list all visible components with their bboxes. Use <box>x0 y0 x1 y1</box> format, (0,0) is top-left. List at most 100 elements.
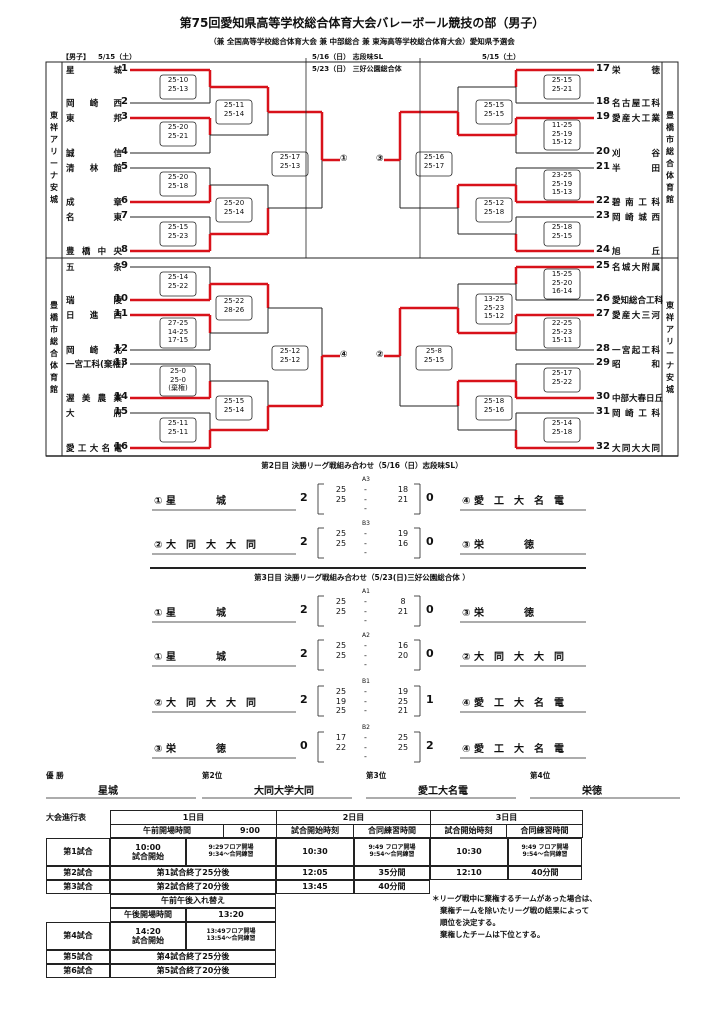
match-score-right: 0 <box>426 491 434 504</box>
match-set-dash: - <box>364 548 367 557</box>
sched-m1-d3-note: 9:49 フロア開場 9:54～合同練習 <box>508 838 582 866</box>
frame-box <box>159 417 197 443</box>
sched-pm-open-label: 午後開場時間 <box>110 908 186 922</box>
right-team-seed: 31 <box>596 406 610 417</box>
frame-box <box>475 395 513 421</box>
schedule-row-label: 第3試合 <box>46 880 110 894</box>
left-team-seed: 8 <box>121 244 128 255</box>
sched-m3-d2: 13:45 <box>276 880 354 894</box>
left-team-name: 誠信 <box>66 149 122 159</box>
right-team-seed: 23 <box>596 210 610 221</box>
match-set-left: 22 <box>335 742 347 752</box>
match-set-left: 19 <box>335 696 347 706</box>
match-set-right: 16 <box>397 641 409 650</box>
sched-m6-d1: 第5試合終了20分後 <box>110 964 276 978</box>
left-team-name: 豊橋中央 <box>66 247 122 257</box>
block-marker: ③ <box>376 154 384 164</box>
match-team-right: ④ 愛 工 大 名 電 <box>462 698 564 709</box>
right-team-seed: 18 <box>596 96 610 107</box>
match-set-right: 25 <box>397 733 409 742</box>
left-team-name: 渥美農業 <box>66 394 122 404</box>
right-team-seed: 29 <box>596 357 610 368</box>
match-team-right: ④ 愛 工 大 名 電 <box>462 744 564 755</box>
left-team-name: 成章 <box>66 198 122 208</box>
frame-box <box>159 121 197 147</box>
match-team-left: ② 大 同 大 大 同 <box>154 698 256 709</box>
match-set-right: 19 <box>397 529 409 538</box>
sched-open-label: 午前開場時間 <box>110 823 224 838</box>
note-line: 棄権チームを除いたリーグ戦の結果によって <box>440 906 590 915</box>
venue-right-top: 市 <box>666 135 674 144</box>
match-score-right: 0 <box>426 535 434 548</box>
right-team-seed: 19 <box>596 111 610 122</box>
frame-box <box>271 151 309 177</box>
match-set-left: 25 <box>335 606 347 616</box>
match-set-dash: - <box>364 597 367 606</box>
match-set-dash: - <box>364 641 367 650</box>
match-set-dash: - <box>364 687 367 696</box>
match-set-left: 25 <box>335 538 347 548</box>
venue-left-bottom: 橋 <box>50 313 58 322</box>
match-set-dash: - <box>364 494 367 504</box>
league2-title: 第3日目 決勝リーグ戦組み合わせ（5/23(日)三好公園総合体 ） <box>254 573 470 582</box>
sched-start-label-d2: 試合開始時刻 <box>276 823 354 838</box>
venue-right-top: 育 <box>666 183 674 192</box>
left-team-name: 一宮工科(棄権) <box>66 360 125 370</box>
right-team-name: 大同大大同 <box>612 444 660 454</box>
left-team-name: 星城 <box>66 66 122 76</box>
frame-box <box>543 169 581 201</box>
match-code: B3 <box>362 520 370 527</box>
frame-box <box>543 367 581 393</box>
venue-right-bottom: ー <box>666 349 674 358</box>
page-title: 第75回愛知県高等学校総合体育大会バレーボール競技の部（男子） <box>179 16 545 30</box>
match-team-right: ② 大 同 大 大 同 <box>462 652 564 663</box>
schedule-row-label: 第4試合 <box>46 922 110 950</box>
frame-box <box>215 197 253 223</box>
left-team-name: 岡崎西 <box>66 99 122 109</box>
venue-left-top: ナ <box>50 171 58 180</box>
right-team-seed: 22 <box>596 195 610 206</box>
left-team-seed: 12 <box>114 343 128 354</box>
right-team-seed: 32 <box>596 441 610 452</box>
match-team-left: ① 星 城 <box>154 496 226 507</box>
left-team-name: 愛工大名電 <box>66 444 122 454</box>
venue-right-bottom: ア <box>666 325 674 334</box>
result-name: 大同大学大同 <box>254 786 314 797</box>
match-set-right: 21 <box>397 494 409 504</box>
left-team-name: 瑞陵 <box>66 296 122 306</box>
result-name: 星城 <box>98 786 118 797</box>
match-code: A1 <box>362 588 370 595</box>
match-set-right: 21 <box>397 706 409 715</box>
page-subtitle: （兼 全国高等学校総合体育大会 兼 中部総合 兼 東海高等学校総合体育大会）愛知… <box>209 37 515 46</box>
sched-m5-d1: 第4試合終了25分後 <box>110 950 276 964</box>
match-team-right: ④ 愛 工 大 名 電 <box>462 496 564 507</box>
match-score-right: 1 <box>426 693 434 706</box>
right-team-name: 愛産大三河 <box>612 311 660 321</box>
result-label: 優 勝 <box>46 771 64 780</box>
venue-left-top: ー <box>50 159 58 168</box>
left-team-seed: 3 <box>121 111 128 122</box>
frame-box <box>543 268 581 300</box>
schedule-row-label: 第6試合 <box>46 964 110 978</box>
right-team-name: 名城大附属 <box>612 263 660 273</box>
right-team-name: 旭丘 <box>612 247 660 257</box>
venue-left-top: 東 <box>50 111 58 120</box>
left-team-seed: 14 <box>114 391 128 402</box>
frame-box <box>215 295 253 321</box>
block-marker: ② <box>376 350 384 360</box>
right-team-name: 中部大春日丘 <box>612 394 664 404</box>
match-team-right: ③ 栄 徳 <box>462 608 534 619</box>
match-team-left: ② 大 同 大 大 同 <box>154 540 256 551</box>
venue-left-top: 安 <box>50 183 58 192</box>
venue-left-top: 祥 <box>50 123 58 132</box>
venue-right-top: 合 <box>666 159 674 168</box>
league1-title: 第2日目 決勝リーグ戦組み合わせ（5/16（日）志段味SL） <box>261 461 463 470</box>
